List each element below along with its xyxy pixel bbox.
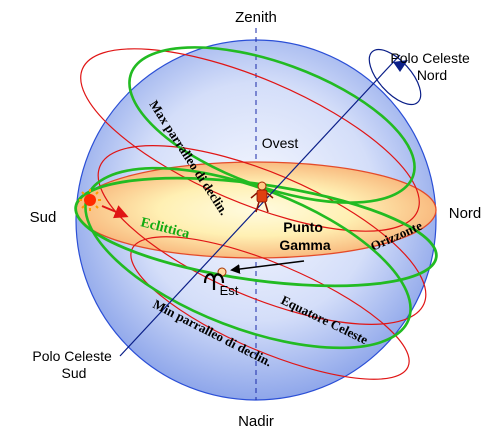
est-label: Est	[220, 283, 239, 298]
nord-label: Nord	[449, 205, 482, 222]
zenith-label: Zenith	[235, 9, 277, 26]
sun-motion-arrow	[101, 205, 129, 219]
south-pole-label: Polo Celeste Sud	[32, 348, 115, 381]
observer-icon	[250, 181, 274, 213]
punto-gamma-label: Punto Gamma	[279, 219, 331, 253]
rotation-arrow-icon	[393, 60, 408, 72]
sud-label: Sud	[30, 209, 57, 226]
min-parallel-circle	[130, 236, 410, 380]
punto-gamma-arrow	[230, 260, 305, 274]
ovest-label: Ovest	[262, 135, 299, 151]
north-pole-rotation-ellipse	[368, 48, 422, 106]
sun-icon	[79, 189, 101, 211]
max-parallel-circle	[80, 48, 420, 232]
north-pole-label: Polo Celeste Nord	[390, 50, 473, 83]
celestial-axis	[119, 54, 401, 357]
nadir-label: Nadir	[238, 413, 274, 430]
aries-symbol-icon	[203, 273, 225, 290]
